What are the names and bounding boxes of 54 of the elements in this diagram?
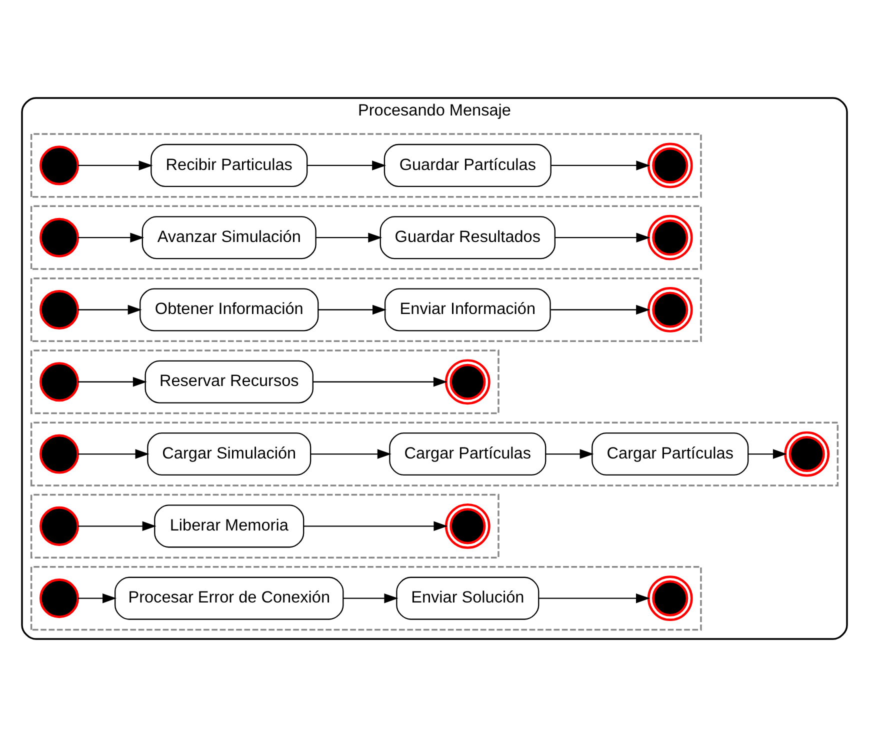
node-bullseye xyxy=(647,576,693,621)
node-box: Cargar Simulación xyxy=(147,432,312,476)
arrow xyxy=(550,304,650,315)
arrow xyxy=(318,304,386,315)
cluster xyxy=(30,277,702,342)
arrow xyxy=(304,521,448,532)
node-box: Guardar Partículas xyxy=(384,144,552,187)
node-box: Procesar Error de Conexión xyxy=(114,576,344,620)
node-circle xyxy=(39,362,80,402)
node-bullseye xyxy=(444,503,490,549)
node-box: Liberar Memoria xyxy=(154,504,304,548)
arrow xyxy=(316,232,382,242)
node-box: Reservar Recursos xyxy=(144,360,314,404)
node-box: Recibir Particulas xyxy=(150,144,308,187)
arrow xyxy=(78,160,153,170)
cluster xyxy=(30,494,500,558)
node-box: Cargar Partículas xyxy=(389,432,546,476)
node-circle xyxy=(39,578,80,618)
arrow xyxy=(538,593,650,604)
cluster xyxy=(30,205,702,270)
node-box: Enviar Solución xyxy=(396,576,540,620)
node-bullseye xyxy=(444,359,490,405)
node-bullseye xyxy=(647,287,693,332)
arrow xyxy=(78,232,144,242)
node-bullseye xyxy=(647,142,693,188)
cluster xyxy=(30,350,500,414)
node-circle xyxy=(39,218,80,258)
cluster xyxy=(30,566,702,631)
node-box: Guardar Resultados xyxy=(380,216,556,260)
node-circle xyxy=(39,434,80,474)
arrow xyxy=(78,376,147,387)
arrow xyxy=(78,521,156,532)
arrow xyxy=(307,160,386,170)
arrow xyxy=(343,593,398,604)
arrow xyxy=(78,449,150,459)
node-box: Enviar Información xyxy=(384,288,551,332)
cluster xyxy=(30,133,702,198)
node-circle xyxy=(39,506,80,546)
node-box: Avanzar Simulación xyxy=(142,216,316,260)
node-bullseye xyxy=(784,431,830,477)
arrow xyxy=(313,376,448,387)
cluster xyxy=(30,422,839,486)
node-circle xyxy=(39,146,80,186)
arrow xyxy=(555,232,650,242)
arrow xyxy=(78,593,116,604)
node-circle xyxy=(39,290,80,330)
arrow xyxy=(78,304,142,315)
arrow xyxy=(310,449,392,459)
node-bullseye xyxy=(647,214,693,260)
node-box: Cargar Partículas xyxy=(592,432,749,476)
node-box: Obtener Información xyxy=(140,288,319,332)
arrow xyxy=(748,449,787,459)
arrow xyxy=(551,160,650,170)
arrow xyxy=(546,449,594,459)
